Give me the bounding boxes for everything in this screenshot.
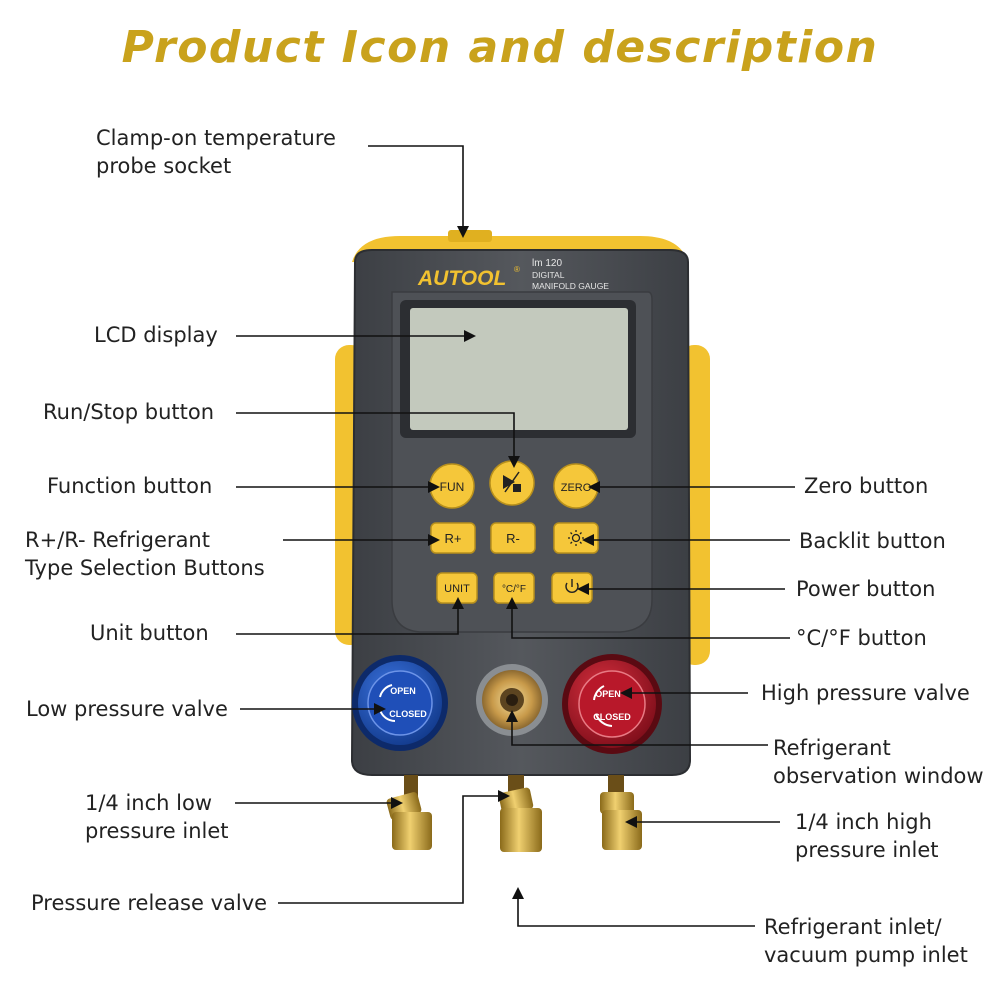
arrowheads [374, 226, 637, 899]
label-high-valve: High pressure valve [761, 681, 970, 705]
power-button[interactable] [551, 572, 593, 604]
temp-unit-label: °C/°F [502, 584, 526, 595]
label-probe-socket-line2: probe socket [96, 154, 232, 178]
brand-logo: AUTOOL [417, 267, 506, 290]
low-pressure-inlet[interactable] [386, 775, 432, 850]
label-high-inlet-line2: pressure inlet [795, 838, 939, 862]
backlit-button[interactable] [553, 522, 599, 554]
label-obs-line1: Refrigerant [773, 736, 891, 760]
temp-unit-button[interactable]: °C/°F [493, 572, 535, 604]
label-temp-unit: °C/°F button [796, 626, 927, 650]
r-minus-button[interactable]: R- [490, 522, 536, 554]
r-plus-label: R+ [445, 531, 462, 546]
label-low-inlet: 1/4 inch low pressure inlet [85, 789, 229, 845]
probe-socket [448, 230, 492, 242]
label-probe-socket-line1: Clamp-on temperature [96, 126, 336, 150]
r-minus-label: R- [506, 531, 520, 546]
run-stop-icon [503, 475, 515, 489]
low-valve-closed-label: CLOSED [389, 709, 427, 719]
label-low-valve: Low pressure valve [26, 697, 228, 721]
rotate-arrow-icon [379, 684, 393, 698]
zero-button-label: ZERO [561, 482, 592, 494]
rotate-arrow-icon [593, 685, 605, 701]
r-plus-button[interactable]: R+ [430, 522, 476, 554]
label-backlit: Backlit button [799, 529, 946, 553]
model-subtitle-2: MANIFOLD GAUGE [532, 281, 609, 291]
label-power: Power button [796, 577, 936, 601]
sun-icon [568, 530, 584, 546]
label-release-valve: Pressure release valve [31, 891, 268, 915]
page-title: Product Icon and description [121, 22, 879, 73]
label-vac-line2: vacuum pump inlet [764, 943, 968, 967]
label-probe-socket: Clamp-on temperature probe socket [96, 124, 336, 180]
label-unit: Unit button [90, 621, 209, 645]
low-pressure-valve[interactable]: OPEN CLOSED [352, 655, 448, 751]
power-icon [565, 579, 579, 593]
label-zero: Zero button [804, 474, 929, 498]
fun-button-label: FUN [440, 480, 465, 494]
observation-window [476, 664, 548, 736]
label-run-stop: Run/Stop button [43, 400, 215, 424]
label-high-inlet: 1/4 inch high pressure inlet [795, 808, 939, 864]
label-low-inlet-line1: 1/4 inch low [85, 791, 213, 815]
high-valve-closed-label: CLOSED [593, 712, 631, 722]
brand-registered: ® [514, 265, 520, 274]
model-number: lm 120 [532, 258, 562, 269]
label-high-inlet-line1: 1/4 inch high [795, 810, 932, 834]
label-obs-line2: observation window [773, 764, 984, 788]
label-vacuum-inlet: Refrigerant inlet/ vacuum pump inlet [764, 913, 968, 969]
pressure-release-valve[interactable] [498, 775, 542, 852]
high-pressure-valve[interactable]: OPEN CLOSED [562, 654, 662, 754]
run-stop-button[interactable] [489, 460, 535, 506]
label-vac-line1: Refrigerant inlet/ [764, 915, 942, 939]
unit-button-label: UNIT [444, 583, 470, 595]
label-observation-window: Refrigerant observation window [773, 734, 984, 790]
high-pressure-inlet[interactable] [600, 775, 642, 850]
lcd-screen [410, 308, 628, 430]
label-refrigerant-line2: Type Selection Buttons [25, 556, 265, 580]
label-low-inlet-line2: pressure inlet [85, 819, 229, 843]
low-valve-open-label: OPEN [390, 686, 416, 696]
label-lcd-display: LCD display [94, 323, 218, 347]
leader-lines [235, 145, 795, 927]
label-refrigerant-type: R+/R- Refrigerant Type Selection Buttons [25, 526, 265, 582]
label-refrigerant-line1: R+/R- Refrigerant [25, 528, 210, 552]
model-subtitle-1: DIGITAL [532, 270, 565, 280]
label-function: Function button [47, 474, 213, 498]
unit-button[interactable]: UNIT [436, 572, 478, 604]
high-valve-open-label: OPEN [595, 689, 621, 699]
